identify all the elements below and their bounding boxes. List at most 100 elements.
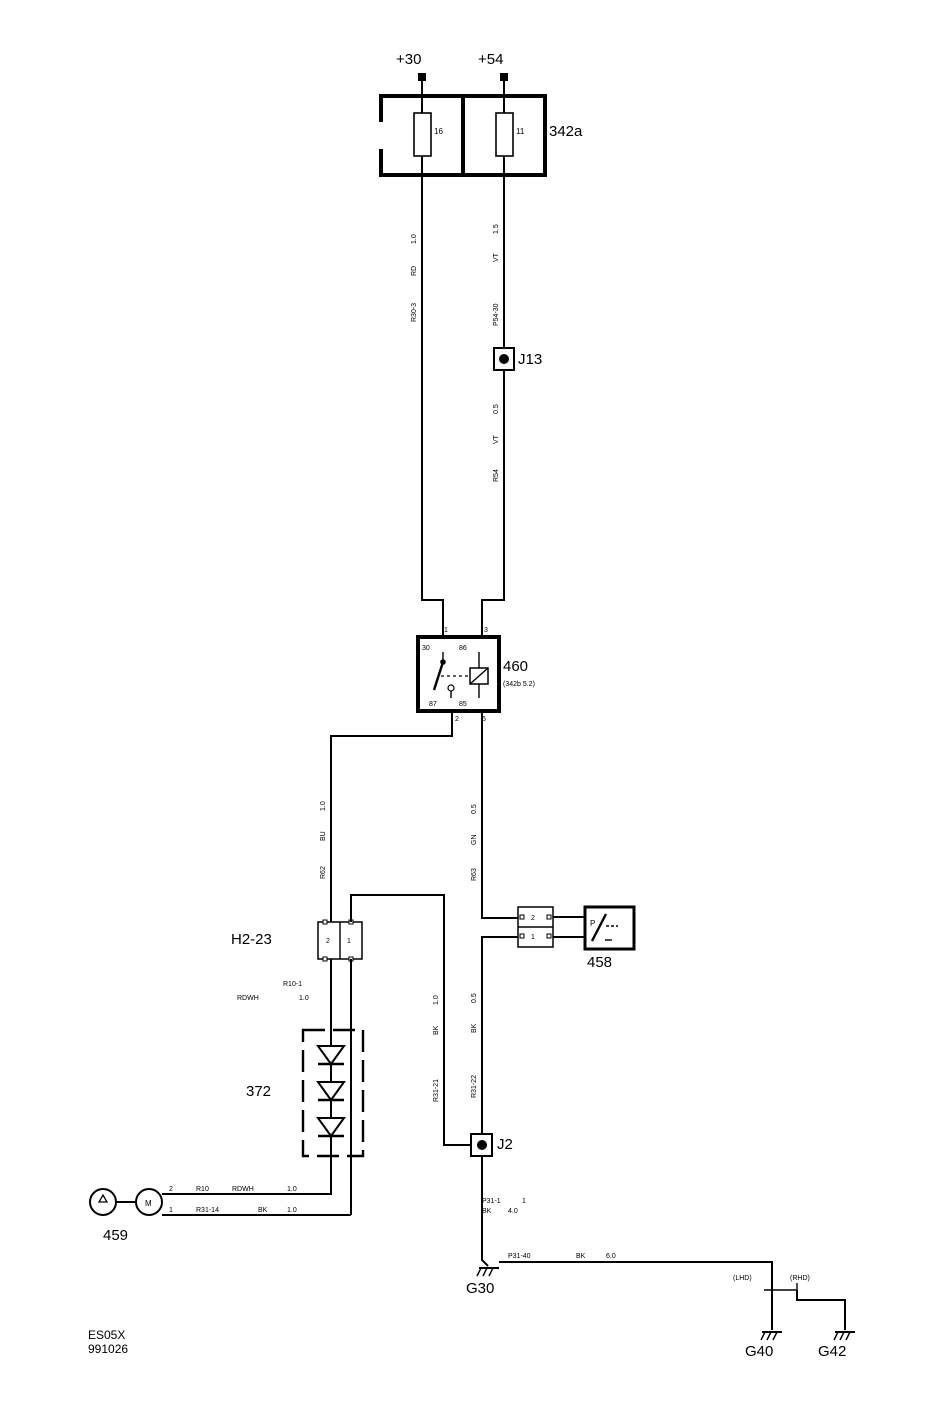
wire-r10-pin: 2 [169, 1186, 173, 1193]
wire-r63-labels: 0.5 GN R63 [471, 804, 478, 881]
wire-p31-40 [499, 1261, 773, 1290]
wire-r31-21-size: 1.0 [433, 995, 440, 1005]
splice-j13: J13 [493, 347, 542, 371]
terminal-plus30-label: +30 [396, 51, 421, 68]
wire-r63-color: GN [471, 835, 478, 846]
terminal-plus54-label: +54 [478, 51, 503, 68]
wire-p54-30-size: 1.5 [493, 224, 500, 234]
wire-r10-circuit: R10 [196, 1186, 209, 1193]
terminal-plus30-marker [418, 73, 426, 81]
relay-conn1-label: 1 [444, 627, 448, 634]
wire-p54-30-color: VT [493, 252, 500, 262]
component-459-label: 459 [103, 1227, 128, 1244]
wire-r62-circuit: R62 [320, 866, 327, 879]
relay-460: 1 3 30 86 87 85 460 (342b 5.2) 2 5 [416, 627, 535, 723]
connector-h2-23-pin2: 2 [326, 938, 330, 945]
relay-id-label: 460 [503, 658, 528, 675]
fuse-11 [495, 112, 514, 157]
diode-1 [316, 1045, 346, 1066]
wire-r31-21-labels: 1.0 BK R31-21 [433, 995, 440, 1102]
ground-g30-label: G30 [466, 1280, 494, 1297]
connector-h2-23-label: H2-23 [231, 931, 272, 948]
ground-g42-label: G42 [818, 1343, 846, 1360]
relay-conn2-label: 2 [455, 716, 459, 723]
component-372: 372 [246, 1028, 365, 1192]
switch-458-p-label: P [590, 919, 595, 928]
connector-458: 2 1 [517, 906, 554, 948]
wire-r62 [330, 711, 453, 922]
wire-r10-1-color: RDWH [237, 995, 259, 1002]
connector-458-pin1: 1 [531, 934, 535, 941]
ground-g42: G42 [818, 1331, 855, 1360]
wire-r30-3-circuit: R30-3 [411, 303, 418, 322]
footer-code: ES05X [88, 1328, 125, 1342]
relay-pin30-label: 30 [422, 645, 430, 652]
wire-r10 [162, 1192, 332, 1195]
diode-2 [316, 1081, 346, 1102]
wire-p54-30-circuit: P54-30 [493, 303, 500, 326]
wire-r54-size: 0.5 [493, 404, 500, 414]
fusebox-id-label: 342a [549, 123, 583, 140]
footer-date: 991026 [88, 1342, 128, 1356]
switch-458-id: 458 [587, 954, 612, 971]
splice-j2: J2 [470, 1133, 513, 1157]
wire-r31-14-pin: 1 [169, 1207, 173, 1214]
wire-p31-40-circuit: P31-40 [508, 1253, 531, 1260]
ground-g40: G40 [745, 1331, 782, 1360]
wire-r31-21 [350, 894, 471, 1146]
wire-r31-22-size: 0.5 [471, 993, 478, 1003]
motor-m-label: M [145, 1199, 152, 1208]
relay-ref-label: (342b 5.2) [503, 681, 535, 688]
wire-r10-color: RDWH [232, 1186, 254, 1193]
relay-conn3-label: 3 [484, 627, 488, 634]
option-lhd-label: (LHD) [733, 1275, 752, 1282]
relay-conn5-label: 5 [482, 716, 486, 723]
wire-r10-size: 1.0 [287, 1186, 297, 1193]
wire-r54-labels: 0.5 VT R54 [493, 404, 500, 482]
option-rhd-label: (RHD) [790, 1275, 810, 1282]
wire-r31-22-circuit: R31-22 [471, 1075, 478, 1098]
fuse-16 [413, 112, 432, 157]
switch-458: P 458 [583, 905, 636, 971]
fusebox-342a: 16 11 342a [379, 94, 583, 177]
terminal-plus54-marker [500, 73, 508, 81]
wire-r63 [481, 711, 518, 919]
wire-r54 [481, 370, 505, 637]
component-372-label: 372 [246, 1083, 271, 1100]
wire-r31-22-color: BK [471, 1023, 478, 1033]
wire-r10-1-size: 1.0 [299, 995, 309, 1002]
wire-p31-40-color: BK [576, 1253, 586, 1260]
wire-r30-3 [421, 156, 444, 637]
wire-r30-3-color: RD [411, 266, 418, 276]
wire-r62-labels: 1.0 BU R62 [320, 801, 327, 879]
splice-j13-label: J13 [518, 351, 542, 368]
wire-r31-22-labels: 0.5 BK R31-22 [471, 993, 478, 1098]
connector-458-pin2: 2 [531, 915, 535, 922]
splice-j2-label: J2 [497, 1136, 513, 1153]
wire-r54-color: VT [493, 434, 500, 444]
wire-p31-1-circuit: P31-1 [482, 1198, 501, 1205]
ground-g30: G30 [466, 1267, 499, 1297]
fuse-16-label: 16 [434, 127, 443, 136]
wire-r30-3-labels: 1.0 RD R30-3 [411, 234, 418, 322]
wire-p31-1 [481, 1156, 489, 1267]
wire-r63-circuit: R63 [471, 868, 478, 881]
wire-r54-circuit: R54 [493, 469, 500, 482]
wire-r31-21-color: BK [433, 1025, 440, 1035]
wire-p31-1-pin: 1 [522, 1198, 526, 1205]
wire-r62-color: BU [320, 831, 327, 841]
wire-p31-40-size: 6.0 [606, 1253, 616, 1260]
wire-to-g42 [796, 1290, 846, 1330]
wire-r10-1-circuit: R10-1 [283, 981, 302, 988]
ground-g40-label: G40 [745, 1343, 773, 1360]
wire-r31-21-circuit: R31-21 [433, 1079, 440, 1102]
relay-pin87-label: 87 [429, 701, 437, 708]
connector-h2-23-pin1: 1 [347, 938, 351, 945]
wire-p31-1-size: 4.0 [508, 1208, 518, 1215]
relay-pin85-label: 85 [459, 701, 467, 708]
wire-p54-30-labels: 1.5 VT P54-30 [493, 224, 500, 326]
wire-r63-size: 0.5 [471, 804, 478, 814]
wire-r62-size: 1.0 [320, 801, 327, 811]
fuse-11-label: 11 [516, 127, 525, 136]
